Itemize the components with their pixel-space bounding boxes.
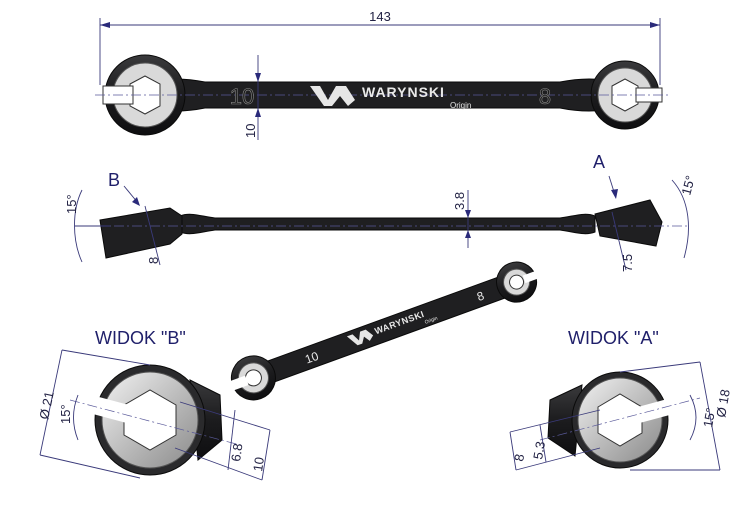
length-label: 143 — [369, 9, 391, 24]
perspective-view: 10 8 WARYNSKI Origin — [228, 261, 541, 401]
brand-logo: WARYNSKI Origin — [310, 84, 471, 110]
angle-left-label: 15° — [64, 194, 79, 214]
wrench-body-side — [179, 213, 596, 235]
view-b-title: WIDOK "B" — [95, 328, 186, 348]
view-a-width: 8 — [511, 453, 527, 463]
angle-right-label: 15° — [678, 174, 698, 197]
view-a: WIDOK "A" Ø 18 15° 5.3 8 — [509, 328, 733, 471]
brand-name: WARYNSKI — [362, 84, 445, 100]
persp-size-10: 10 — [303, 349, 321, 367]
head-right-label: 7.5 — [620, 254, 635, 272]
view-b-angle: 15° — [58, 404, 73, 424]
brand-sub: Origin — [450, 101, 471, 110]
shaft-thickness-label: 3.8 — [452, 192, 467, 210]
view-a-diameter: Ø 18 — [713, 388, 733, 418]
head-left-label: 8 — [146, 257, 161, 264]
top-view: 143 10 8 WARYNSKI Origin — [95, 9, 668, 140]
left-head-side — [99, 207, 183, 259]
label-a: A — [593, 152, 605, 172]
view-a-angle: 15° — [700, 407, 718, 429]
persp-brand-sub: Origin — [424, 315, 439, 325]
right-head-side — [594, 199, 663, 247]
view-b-width: 10 — [250, 456, 267, 472]
view-b-diameter: Ø 21 — [36, 390, 57, 421]
size-8-engraving: 8 — [539, 84, 551, 109]
view-a-title: WIDOK "A" — [568, 328, 659, 348]
side-view: B A 15° 15° 3.8 8 7.5 — [64, 152, 698, 272]
size-10-engraving: 10 — [230, 84, 254, 109]
label-b: B — [108, 170, 120, 190]
persp-size-8: 8 — [475, 288, 486, 304]
view-a-opening: 5.3 — [530, 440, 548, 460]
view-b-opening: 6.8 — [228, 442, 245, 462]
thickness-label: 10 — [243, 124, 258, 138]
view-b: WIDOK "B" Ø 21 15° 6.8 10 — [36, 328, 271, 481]
